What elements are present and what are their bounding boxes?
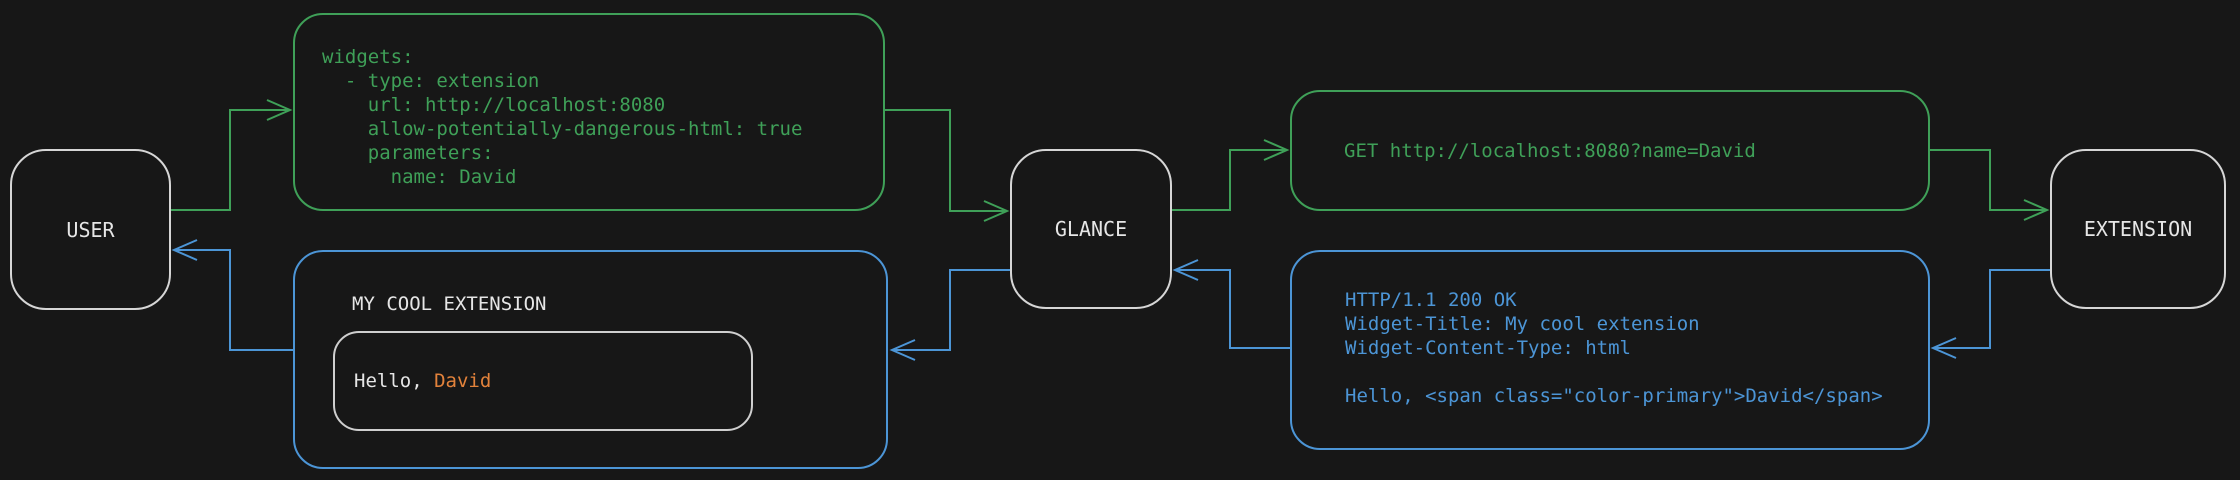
extension-node-label: EXTENSION <box>2083 217 2193 241</box>
connector-glance-to-request <box>1172 149 1287 211</box>
response-line: Hello, <span class="color-primary">David… <box>1345 385 1883 407</box>
config-line: widgets: <box>322 46 414 68</box>
config-message-box: widgets: - type: extension url: http://l… <box>293 13 885 211</box>
arrowhead-into-config-icon <box>266 99 293 121</box>
connector-extension-to-response <box>1933 269 2050 349</box>
widget-title: MY COOL EXTENSION <box>352 293 547 315</box>
connector-glance-to-widget <box>892 269 1010 351</box>
config-line: url: http://localhost:8080 <box>322 94 666 116</box>
arrowhead-into-request-icon <box>1263 139 1290 161</box>
widget-greeting-box: Hello, David <box>333 331 753 431</box>
extension-node: EXTENSION <box>2050 149 2226 309</box>
connector-response-to-glance <box>1175 269 1290 349</box>
request-line: GET http://localhost:8080?name=David <box>1344 139 1756 162</box>
response-line: Widget-Title: My cool extension <box>1345 313 1700 335</box>
arrowhead-into-response-icon <box>1930 337 1957 359</box>
greeting-prefix: Hello, <box>354 370 435 392</box>
arrowhead-into-glance-green-icon <box>983 200 1010 222</box>
arrowhead-into-widget-icon <box>889 339 916 361</box>
arrowhead-into-extension-icon <box>2023 199 2050 221</box>
glance-node: GLANCE <box>1010 149 1172 309</box>
config-line: - type: extension <box>322 70 540 92</box>
connector-widget-to-user <box>174 249 293 351</box>
request-message-box: GET http://localhost:8080?name=David <box>1290 90 1930 211</box>
config-line: name: David <box>322 166 517 188</box>
arrowhead-into-glance-blue-icon <box>1172 259 1199 281</box>
config-line: allow-potentially-dangerous-html: true <box>322 118 803 140</box>
arrowhead-into-user-icon <box>171 239 198 261</box>
connector-request-to-extension <box>1930 149 2047 211</box>
widget-message-box: MY COOL EXTENSION Hello, David <box>293 250 888 469</box>
user-node: USER <box>10 149 171 310</box>
greeting-name: David <box>434 370 492 392</box>
glance-node-label: GLANCE <box>1054 217 1128 241</box>
response-line: Widget-Content-Type: html <box>1345 337 1631 359</box>
config-line: parameters: <box>322 142 494 164</box>
response-line <box>1345 360 1910 384</box>
response-message-box: HTTP/1.1 200 OK Widget-Title: My cool ex… <box>1290 250 1930 450</box>
response-line: HTTP/1.1 200 OK <box>1345 289 1517 311</box>
user-node-label: USER <box>66 217 115 242</box>
connector-config-to-glance <box>885 109 1007 212</box>
connector-user-to-config <box>171 109 290 211</box>
